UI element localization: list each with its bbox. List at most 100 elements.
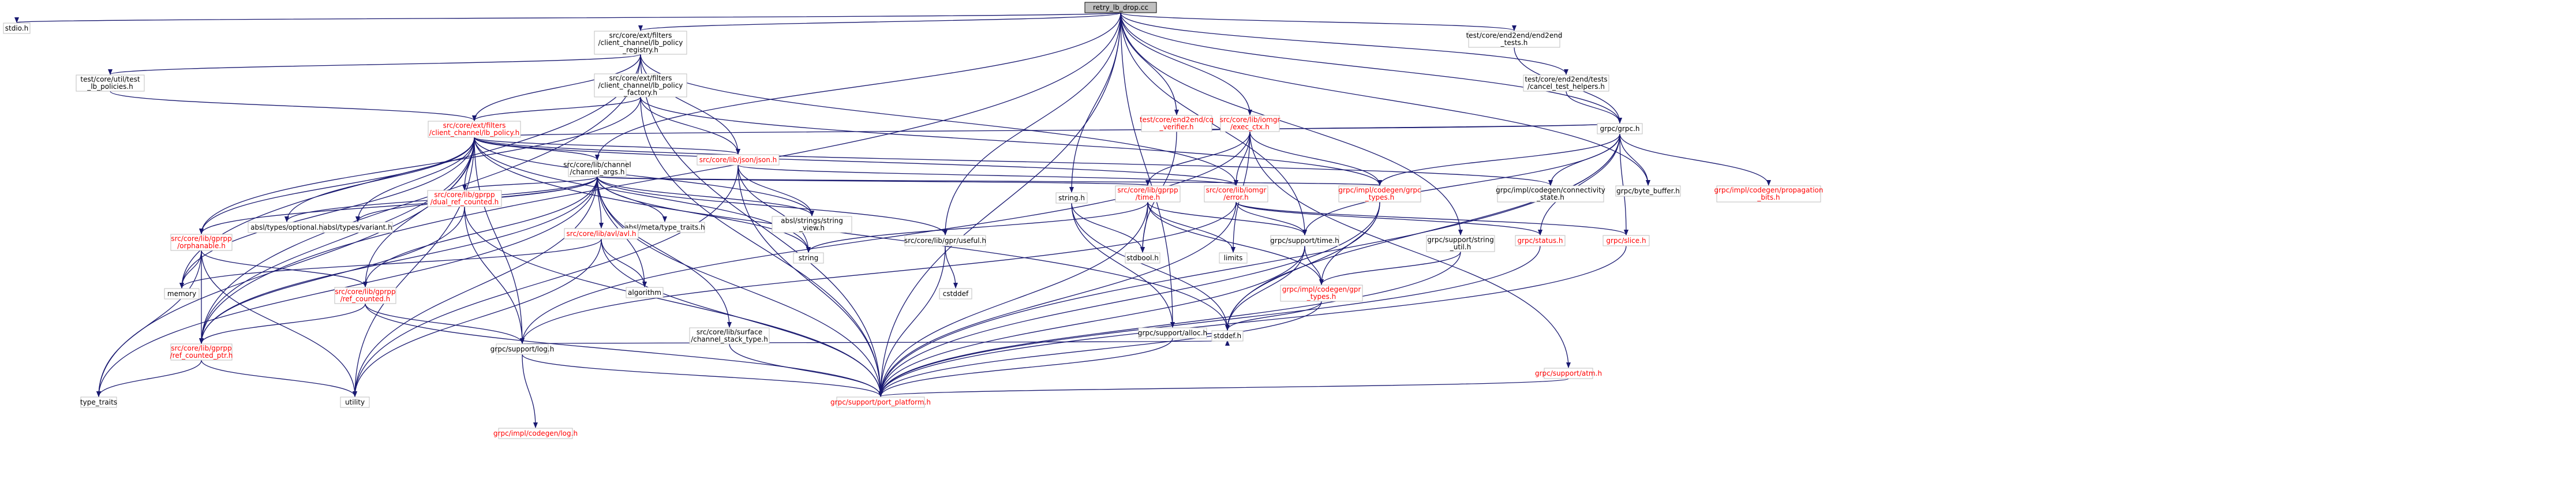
graph-node-stdbool[interactable]: stdbool.h bbox=[1125, 252, 1160, 264]
graph-node-grpctypes[interactable]: grpc/impl/codegen/grpc_types.h bbox=[1338, 185, 1421, 203]
dependency-edge bbox=[878, 338, 1173, 397]
node-box bbox=[334, 287, 396, 304]
graph-node-suptime[interactable]: grpc/support/time.h bbox=[1270, 235, 1339, 246]
dependency-edge bbox=[878, 245, 946, 397]
graph-node-utility[interactable]: utility bbox=[340, 396, 370, 408]
node-box bbox=[170, 234, 233, 251]
graph-node-abslvar[interactable]: absl/types/variant.h bbox=[323, 222, 393, 233]
node-label: src/core/ext/filters bbox=[609, 74, 672, 82]
dependency-edge bbox=[520, 201, 1237, 344]
graph-node-iomgrerr[interactable]: src/core/lib/iomgr/error.h bbox=[1204, 185, 1268, 203]
dependency-edge bbox=[878, 201, 1148, 397]
graph-node-bytebuf[interactable]: grpc/byte_buffer.h bbox=[1615, 185, 1681, 197]
graph-node-propbits[interactable]: grpc/impl/codegen/propagation_bits.h bbox=[1714, 185, 1824, 203]
graph-node-lbpolicy[interactable]: src/core/ext/filters/client_channel/lb_p… bbox=[428, 121, 521, 138]
graph-node-strutil[interactable]: grpc/support/string_util.h bbox=[1426, 235, 1495, 252]
node-label: grpc/impl/codegen/grpc bbox=[1338, 186, 1421, 194]
dependency-edge bbox=[1120, 12, 1307, 235]
graph-node-cstddef[interactable]: cstddef bbox=[939, 288, 972, 300]
node-box bbox=[1141, 115, 1212, 132]
dependency-edge bbox=[96, 360, 202, 397]
dependency-edge bbox=[1619, 133, 1628, 235]
graph-node-lbreg[interactable]: src/core/ext/filters/client_channel/lb_p… bbox=[594, 31, 687, 55]
graph-node-lbfactory[interactable]: src/core/ext/filters/client_channel/lb_p… bbox=[594, 73, 687, 98]
graph-node-status[interactable]: grpc/status.h bbox=[1515, 235, 1566, 246]
dependency-edge bbox=[1120, 12, 1517, 31]
dependency-edge bbox=[1377, 133, 1620, 186]
dependency-edge bbox=[597, 176, 883, 397]
graph-node-testutil[interactable]: test/core/util/test_lb_policies.h bbox=[76, 74, 145, 92]
dependency-edge bbox=[1619, 133, 1650, 186]
dependency-edge bbox=[199, 303, 366, 344]
graph-node-abslmeta[interactable]: absl/meta/type_traits.h bbox=[624, 222, 705, 233]
dependency-edge bbox=[474, 137, 814, 216]
graph-node-connstate[interactable]: grpc/impl/codegen/connectivity_state.h bbox=[1496, 185, 1605, 203]
dependency-edge bbox=[199, 54, 641, 344]
dependency-edge bbox=[1120, 12, 1252, 115]
node-box bbox=[1597, 123, 1643, 134]
graph-node-refptr[interactable]: src/core/lib/gprpp/ref_counted_ptr.h bbox=[170, 343, 233, 361]
graph-node-orphan[interactable]: src/core/lib/gprpp/orphanable.h bbox=[170, 234, 233, 251]
graph-node-log[interactable]: grpc/support/log.h bbox=[491, 343, 555, 355]
graph-node-stddef[interactable]: stddef.h bbox=[1211, 330, 1244, 342]
graph-node-logcg[interactable]: grpc/impl/codegen/log.h bbox=[493, 428, 578, 439]
graph-node-chargs[interactable]: src/core/lib/channel/channel_args.h bbox=[563, 160, 631, 177]
node-label: retry_lb_drop.cc bbox=[1093, 3, 1148, 12]
graph-node-slice[interactable]: grpc/slice.h bbox=[1602, 235, 1650, 246]
dependency-edge bbox=[474, 122, 1622, 138]
graph-node-typetraits[interactable]: type_traits bbox=[80, 396, 117, 408]
dependency-edge bbox=[729, 343, 883, 397]
node-label: /client_channel/lb_policy.h bbox=[429, 129, 520, 137]
graph-node-limits[interactable]: limits bbox=[1219, 252, 1248, 264]
graph-node-avl[interactable]: src/core/lib/avl/avl.h bbox=[564, 228, 639, 239]
graph-node-execctx[interactable]: src/core/lib/iomgr/exec_ctx.h bbox=[1220, 115, 1280, 132]
graph-node-surface[interactable]: src/core/lib/surface/channel_stack_type.… bbox=[689, 327, 770, 345]
dependency-edge bbox=[878, 12, 1121, 397]
node-box bbox=[624, 222, 705, 233]
node-label: _bits.h bbox=[1757, 193, 1780, 201]
graph-node-useful[interactable]: src/core/lib/gpr/useful.h bbox=[904, 235, 986, 246]
graph-node-algo[interactable]: algorithm bbox=[626, 287, 664, 298]
node-label: grpc/support/string bbox=[1427, 236, 1493, 244]
node-label: _state.h bbox=[1536, 193, 1564, 201]
graph-node-json[interactable]: src/core/lib/json/json.h bbox=[697, 154, 780, 166]
node-label: src/core/lib/gprpp bbox=[1117, 186, 1178, 194]
graph-node-atm[interactable]: grpc/support/atm.h bbox=[1535, 368, 1602, 379]
node-label: src/core/lib/gprpp bbox=[171, 235, 231, 243]
graph-node-grpch[interactable]: grpc/grpc.h bbox=[1597, 123, 1643, 134]
node-label: src/core/lib/gprpp bbox=[171, 345, 231, 353]
graph-node-e2e[interactable]: test/core/end2end/end2end_tests.h bbox=[1466, 31, 1563, 48]
graph-node-portplat[interactable]: grpc/support/port_platform.h bbox=[830, 396, 931, 408]
node-label: test/core/end2end/tests bbox=[1525, 76, 1607, 84]
dependency-edge bbox=[365, 303, 525, 344]
graph-node-string[interactable]: string bbox=[793, 252, 824, 264]
graph-node-stdio[interactable]: stdio.h bbox=[3, 23, 31, 34]
dependency-edge bbox=[96, 250, 202, 397]
dependency-edge bbox=[806, 201, 1148, 253]
dependency-edge bbox=[1249, 131, 1571, 368]
graph-node-abslopt[interactable]: absl/types/optional.h bbox=[248, 222, 326, 233]
graph-node-gprtypes[interactable]: grpc/impl/codegen/gpr_types.h bbox=[1280, 285, 1363, 302]
node-box bbox=[1204, 185, 1268, 203]
node-label: src/core/lib/json/json.h bbox=[699, 156, 777, 164]
graph-node-memory[interactable]: memory bbox=[164, 288, 200, 300]
dependency-edge bbox=[601, 238, 883, 397]
graph-node-cancel[interactable]: test/core/end2end/tests/cancel_test_help… bbox=[1523, 74, 1609, 92]
dependency-edge bbox=[1566, 91, 1622, 124]
node-label: grpc/status.h bbox=[1517, 237, 1563, 245]
graph-node-refcnt[interactable]: src/core/lib/gprpp/ref_counted.h bbox=[334, 287, 396, 304]
graph-node-dualref[interactable]: src/core/lib/gprpp/dual_ref_counted.h bbox=[427, 190, 502, 207]
graph-node-abslstr[interactable]: absl/strings/string_view.h bbox=[772, 216, 852, 233]
graph-node-alloc[interactable]: grpc/support/alloc.h bbox=[1138, 327, 1207, 339]
graph-node-strh[interactable]: string.h bbox=[1055, 192, 1088, 204]
graph-node-cqver[interactable]: test/core/end2end/cq_verifier.h bbox=[1140, 115, 1214, 132]
graph-node-gtime[interactable]: src/core/lib/gprpp/time.h bbox=[1115, 185, 1181, 203]
node-box bbox=[496, 343, 549, 355]
dependency-edge bbox=[199, 96, 641, 234]
node-label: /ref_counted_ptr.h bbox=[170, 351, 233, 360]
node-box bbox=[939, 288, 972, 300]
dependency-edge bbox=[737, 164, 1238, 186]
node-box bbox=[427, 190, 502, 207]
node-box bbox=[904, 235, 986, 246]
